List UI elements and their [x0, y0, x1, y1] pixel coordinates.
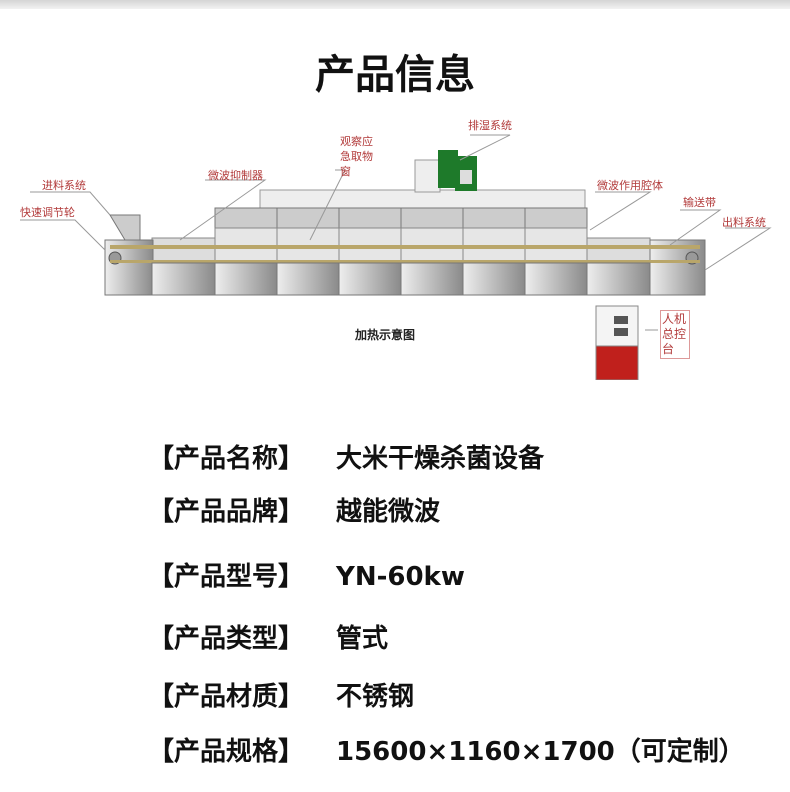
page-title: 产品信息: [315, 52, 475, 98]
spec-key: 【产品类型】: [148, 624, 305, 654]
control-console: [595, 305, 639, 381]
spec-value: YN-60kw: [336, 562, 465, 592]
spec-key: 【产品品牌】: [148, 497, 305, 527]
spec-row-brand: 【产品品牌】 越能微波: [148, 491, 440, 528]
exhaust-fan: [438, 150, 477, 191]
spec-value: 越能微波: [336, 497, 441, 527]
spec-row-type: 【产品类型】 管式: [148, 618, 388, 655]
label-observation-window: 观察应急取物窗: [340, 135, 373, 178]
label-speed-wheel: 快速调节轮: [20, 206, 75, 219]
spec-row-name: 【产品名称】 大米干燥杀菌设备: [148, 438, 544, 475]
label-discharge-system: 出料系统: [722, 216, 766, 229]
label-control-console: 人机总控台: [660, 310, 690, 359]
spec-key: 【产品规格】: [148, 737, 305, 767]
spec-key: 【产品名称】: [148, 444, 305, 474]
spec-value: 大米干燥杀菌设备: [336, 444, 545, 474]
label-microwave-cavity: 微波作用腔体: [597, 179, 663, 192]
spec-value: 15600×1160×1700（可定制）: [336, 737, 745, 767]
spec-row-model: 【产品型号】 YN-60kw: [148, 556, 465, 593]
label-microwave-suppressor: 微波抑制器: [208, 169, 263, 182]
label-conveyor-belt: 输送带: [683, 196, 716, 209]
label-exhaust-system: 排湿系统: [468, 119, 512, 132]
spec-row-size: 【产品规格】 15600×1160×1700（可定制）: [148, 731, 745, 768]
spec-row-material: 【产品材质】 不锈钢: [148, 676, 414, 713]
spec-value: 不锈钢: [336, 682, 415, 712]
heating-diagram: 排湿系统 观察应急取物窗 微波抑制器 进料系统 快速调节轮 微波作用腔体 输送带…: [0, 110, 790, 381]
spec-key: 【产品材质】: [148, 682, 305, 712]
top-bar: [0, 0, 790, 9]
diagram-caption: 加热示意图: [355, 328, 416, 342]
spec-key: 【产品型号】: [148, 562, 305, 592]
machine-illustration: [20, 134, 772, 381]
spec-value: 管式: [336, 624, 389, 654]
label-feed-system: 进料系统: [42, 179, 86, 192]
